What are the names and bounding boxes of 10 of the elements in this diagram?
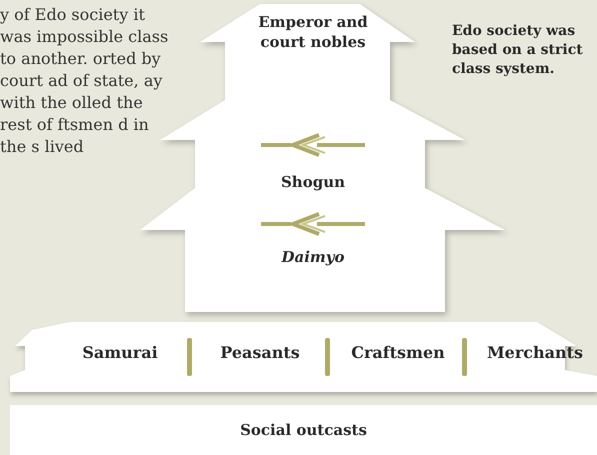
tier-label: Shogun <box>280 172 346 192</box>
class-label: Peasants <box>219 343 301 363</box>
tier-label: Daimyo <box>280 247 346 267</box>
body-paragraph: y of Edo society it was impossible class to another. orted by court ad of state, ay with the olled the rest of ftsmen d in the s lived <box>0 4 170 158</box>
intro-note: Edo society was based on a strict class system. <box>452 22 584 79</box>
class-label: Craftsmen <box>350 343 446 363</box>
tier-label: Emperor and court nobles <box>257 12 369 52</box>
class-label: Merchants <box>486 343 584 363</box>
class-label: Samurai <box>81 343 159 363</box>
class-label: Social outcasts <box>239 420 368 440</box>
